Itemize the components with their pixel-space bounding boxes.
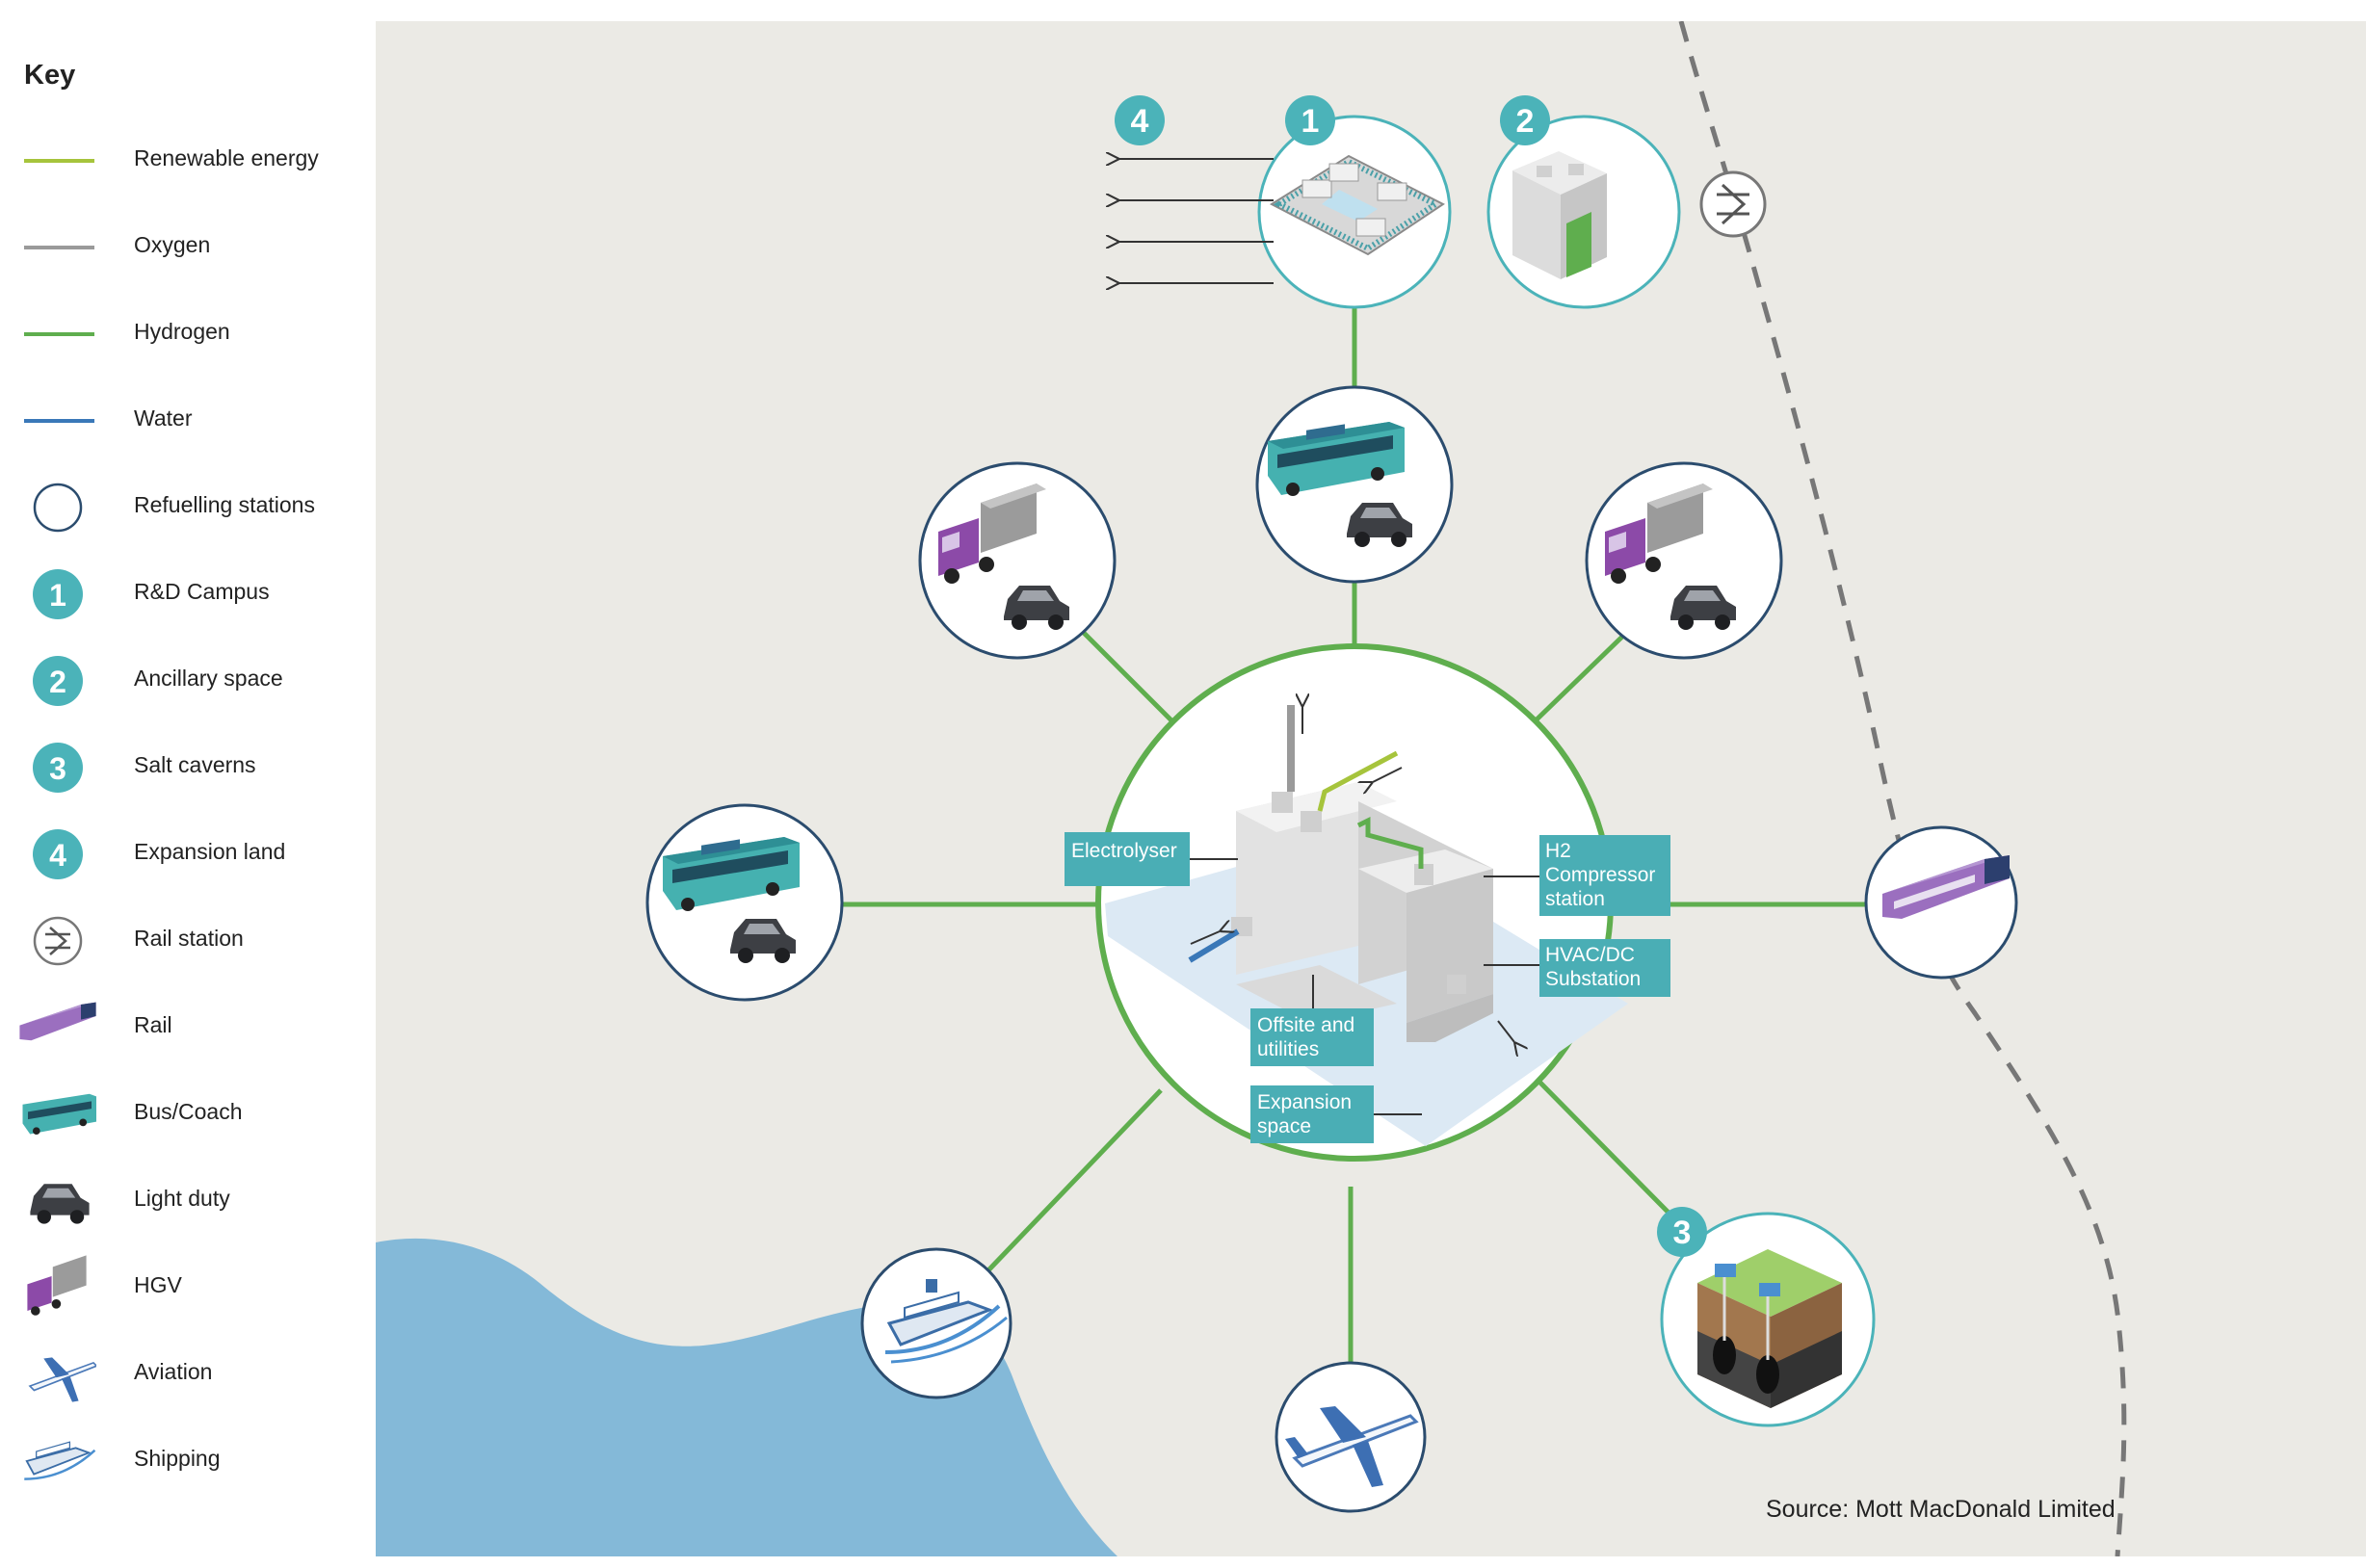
car-icon	[30, 1184, 90, 1224]
marker-1-rd-campus: 1	[1285, 95, 1335, 145]
legend-label: Water	[134, 405, 193, 431]
svg-text:3: 3	[49, 751, 66, 786]
offsite-label-line2: utilities	[1257, 1038, 1319, 1060]
legend-item: Aviation	[0, 1336, 374, 1413]
hvac-label-line1: HVAC/DC	[1545, 944, 1635, 966]
refuelling-station-upper-left	[918, 461, 1117, 660]
legend-label: Refuelling stations	[134, 492, 315, 517]
refuelling-station-bottom	[1275, 1361, 1427, 1513]
svg-text:1: 1	[1301, 103, 1320, 140]
legend-item: 2 Ancillary space	[0, 642, 374, 719]
plane-icon	[28, 1357, 96, 1402]
legend-line-swatch	[24, 419, 94, 423]
salt-caverns	[1660, 1212, 1876, 1427]
legend-item: Rail	[0, 989, 374, 1066]
legend-item: HGV	[0, 1249, 374, 1326]
number-marker-swatch: 1	[33, 569, 83, 619]
offsite-label-line1: Offsite and	[1257, 1014, 1354, 1036]
legend-title: Key	[24, 60, 76, 91]
number-marker-swatch: 2	[33, 656, 83, 706]
legend-item: Rail station	[0, 902, 374, 980]
train-icon	[19, 1002, 96, 1041]
number-marker-swatch: 3	[33, 743, 83, 793]
legend-item: Shipping	[0, 1423, 374, 1500]
legend-item: Renewable energy	[0, 122, 374, 199]
compressor-label-line1: H2	[1545, 840, 1571, 862]
legend-line-swatch	[24, 159, 94, 163]
bus-icon	[22, 1093, 96, 1136]
legend-label: Aviation	[134, 1359, 213, 1384]
rail-station-icon	[1699, 170, 1767, 238]
legend-label: Light duty	[134, 1186, 230, 1211]
production-hub: Electrolyser H2 Compressor station HVAC/…	[1065, 643, 1670, 1162]
rd-campus	[1257, 115, 1452, 309]
ancillary-building	[1486, 115, 1681, 309]
hvac-label-line2: Substation	[1545, 968, 1641, 990]
legend-item: Oxygen	[0, 209, 374, 286]
hydrogen-hub-diagram: Electrolyser H2 Compressor station HVAC/…	[376, 21, 2366, 1556]
legend-label: R&D Campus	[134, 579, 270, 604]
number-marker-swatch: 4	[33, 829, 83, 879]
svg-text:4: 4	[49, 838, 66, 873]
truck-icon	[27, 1255, 87, 1316]
source-note: Source: Mott MacDonald Limited	[1766, 1496, 2116, 1523]
legend-label: Rail station	[134, 926, 244, 951]
refuelling-station-left	[645, 803, 844, 1002]
svg-text:2: 2	[1516, 103, 1535, 140]
refuelling-station-swatch	[33, 483, 83, 533]
legend-item: Bus/Coach	[0, 1076, 374, 1153]
svg-text:1: 1	[49, 578, 66, 613]
legend-label: Renewable energy	[134, 145, 319, 170]
legend-label: Expansion land	[134, 839, 286, 864]
refuelling-station-top	[1255, 385, 1454, 584]
legend-label: HGV	[134, 1272, 182, 1297]
marker-2-ancillary: 2	[1500, 95, 1550, 145]
legend-item: 3 Salt caverns	[0, 729, 374, 806]
refuelling-station-lower-left	[860, 1247, 1012, 1399]
legend-item: Water	[0, 382, 374, 459]
svg-text:2: 2	[49, 665, 66, 699]
legend-item: Refuelling stations	[0, 469, 374, 546]
legend-item: 1 R&D Campus	[0, 556, 374, 633]
legend-label: Shipping	[134, 1446, 221, 1471]
svg-text:4: 4	[1131, 103, 1149, 140]
legend-item: Hydrogen	[0, 296, 374, 373]
legend-label: Bus/Coach	[134, 1099, 243, 1124]
legend-line-swatch	[24, 332, 94, 336]
refuelling-station-upper-right	[1585, 461, 1783, 660]
expansion-label-line2: space	[1257, 1115, 1311, 1137]
legend-line-swatch	[24, 246, 94, 249]
compressor-label-line2: Compressor	[1545, 864, 1655, 886]
legend-label: Rail	[134, 1012, 172, 1037]
expansion-land-arrows	[1119, 159, 1274, 283]
rail-station-icon	[33, 916, 83, 966]
legend-item: 4 Expansion land	[0, 816, 374, 893]
legend-label: Ancillary space	[134, 666, 283, 691]
refuelling-station-right	[1864, 825, 2018, 980]
svg-text:3: 3	[1673, 1215, 1692, 1251]
marker-4-expansion-land: 4	[1115, 95, 1165, 145]
expansion-label-line1: Expansion	[1257, 1091, 1352, 1113]
electrolyser-label: Electrolyser	[1071, 840, 1177, 862]
compressor-label-line3: station	[1545, 888, 1605, 910]
legend-label: Hydrogen	[134, 319, 230, 344]
legend-label: Oxygen	[134, 232, 211, 257]
marker-3-salt-caverns: 3	[1657, 1207, 1707, 1257]
legend-item: Light duty	[0, 1163, 374, 1240]
ship-icon	[24, 1441, 96, 1480]
legend-label: Salt caverns	[134, 752, 256, 777]
